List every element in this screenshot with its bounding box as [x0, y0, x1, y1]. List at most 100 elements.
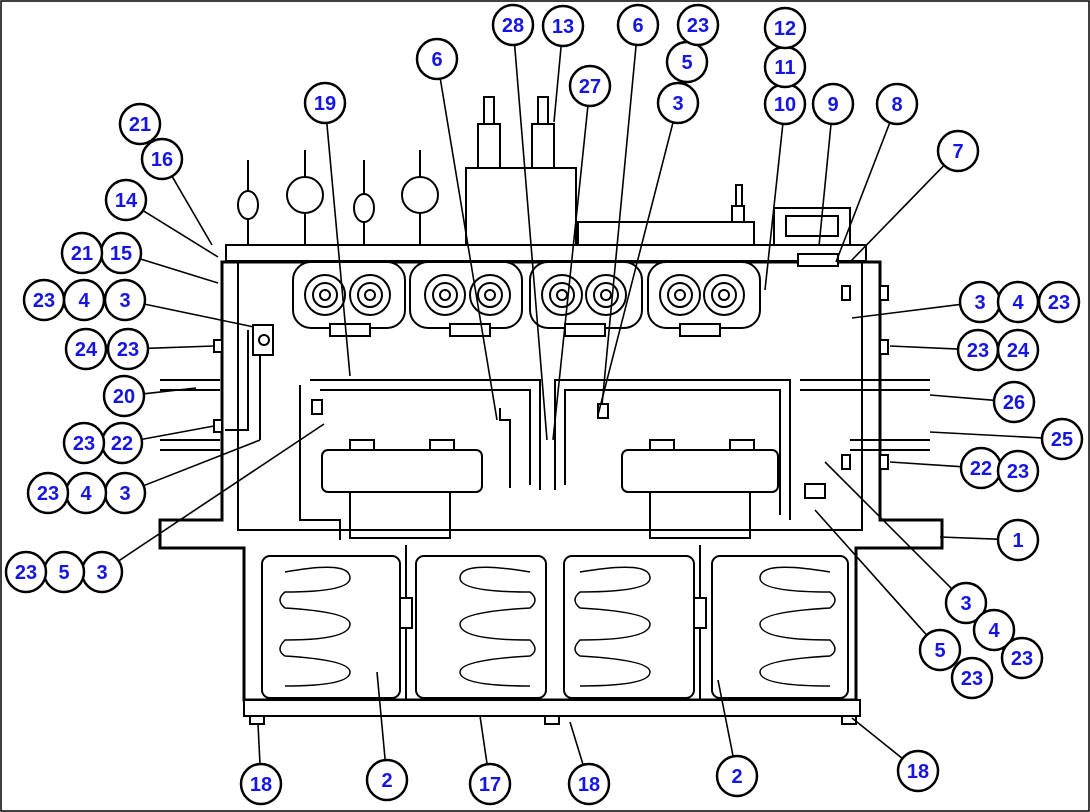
callout-label: 18	[250, 774, 272, 796]
callout-label: 7	[952, 141, 963, 163]
callout-16: 16	[140, 137, 184, 181]
leader-line-c6a	[439, 78, 498, 421]
callout-label: 21	[129, 114, 151, 136]
leader-line-c8	[835, 122, 891, 263]
callout-20: 20	[102, 374, 146, 418]
leader-line-c9	[818, 123, 832, 247]
callout-27: 27	[568, 64, 612, 108]
callout-21: 21	[60, 231, 104, 275]
callout-circle	[616, 3, 660, 47]
callout-label: 12	[774, 18, 796, 40]
leader-line-c19	[326, 122, 351, 377]
leader-line-c2a	[376, 671, 386, 761]
callout-label: 4	[80, 483, 92, 505]
callout-3: 3	[80, 550, 124, 594]
callout-label: 6	[632, 15, 643, 37]
callout-label: 22	[111, 433, 133, 455]
callout-label: 23	[37, 483, 59, 505]
callout-circle	[972, 608, 1016, 652]
leader-line-c7	[849, 164, 945, 263]
callout-3: 3	[103, 278, 147, 322]
callout-18: 18	[239, 762, 283, 806]
callout-23: 23	[676, 3, 720, 47]
callout-14: 14	[104, 178, 148, 222]
leader-line-c22b	[889, 461, 962, 468]
housing-inner-wall	[237, 262, 863, 531]
callout-circle	[992, 380, 1036, 424]
callout-8: 8	[875, 82, 919, 126]
callout-circle	[102, 374, 146, 418]
callout-2: 2	[715, 754, 759, 798]
callout-circle	[996, 328, 1040, 372]
callout-19: 19	[303, 81, 347, 125]
leader-line-c1	[939, 536, 999, 541]
callout-17: 17	[468, 762, 512, 806]
callout-label: 23	[73, 433, 95, 455]
contactor-blocks	[321, 439, 779, 539]
callout-circle	[1000, 636, 1044, 680]
callout-22: 22	[100, 421, 144, 465]
callout-circle	[26, 471, 70, 515]
leader-line-c3e	[851, 303, 961, 319]
callout-label: 6	[431, 49, 442, 71]
callout-6: 6	[616, 3, 660, 47]
callout-label: 23	[1011, 648, 1033, 670]
callout-3: 3	[103, 471, 147, 515]
callout-label: 17	[479, 774, 501, 796]
leader-line-c3b	[143, 439, 261, 487]
leader-line-c13	[553, 45, 562, 123]
leader-line-c15	[139, 258, 219, 284]
callout-label: 5	[58, 562, 69, 584]
callout-label: 27	[579, 76, 601, 98]
callout-label: 23	[117, 339, 139, 361]
callout-24: 24	[996, 328, 1040, 372]
callout-label: 23	[1007, 461, 1029, 483]
leader-line-c3a	[144, 303, 255, 328]
callout-23: 23	[22, 278, 66, 322]
callout-3: 3	[944, 581, 988, 625]
callout-circle	[491, 3, 535, 47]
leader-line-c10	[764, 123, 784, 291]
leader-line-c23h	[889, 345, 959, 350]
callout-6: 6	[415, 37, 459, 81]
callout-7: 7	[936, 129, 980, 173]
callout-9: 9	[811, 82, 855, 126]
callout-26: 26	[992, 380, 1036, 424]
callout-18: 18	[567, 762, 611, 806]
callout-label: 19	[314, 93, 336, 115]
callout-circle	[676, 3, 720, 47]
callout-label: 21	[71, 243, 93, 265]
callout-1: 1	[996, 518, 1040, 562]
callout-11: 11	[763, 45, 807, 89]
leader-lines	[118, 44, 1043, 766]
callout-23: 23	[62, 421, 106, 465]
leader-line-c17	[479, 715, 488, 765]
callout-circle	[468, 762, 512, 806]
callout-4: 4	[996, 280, 1040, 324]
callout-circle	[567, 762, 611, 806]
callout-label: 3	[672, 93, 683, 115]
callout-12: 12	[763, 6, 807, 50]
callout-label: 5	[681, 52, 692, 74]
callout-circle	[106, 327, 150, 371]
callout-circle	[996, 449, 1040, 493]
callout-label: 2	[731, 766, 742, 788]
callout-circle	[4, 550, 48, 594]
callout-circle	[64, 327, 108, 371]
callout-label: 3	[119, 290, 130, 312]
callout-25: 25	[1040, 417, 1084, 461]
callout-label: 8	[891, 94, 902, 116]
callout-label: 23	[961, 668, 983, 690]
callout-label: 23	[967, 340, 989, 362]
callout-label: 23	[1048, 292, 1070, 314]
callout-label: 18	[578, 774, 600, 796]
callout-13: 13	[541, 4, 585, 48]
foot-center	[544, 715, 560, 725]
callout-circle	[22, 278, 66, 322]
callout-5: 5	[918, 628, 962, 672]
callout-circle	[365, 758, 409, 802]
leader-line-c25	[929, 431, 1043, 439]
leader-line-c18b	[569, 721, 584, 766]
